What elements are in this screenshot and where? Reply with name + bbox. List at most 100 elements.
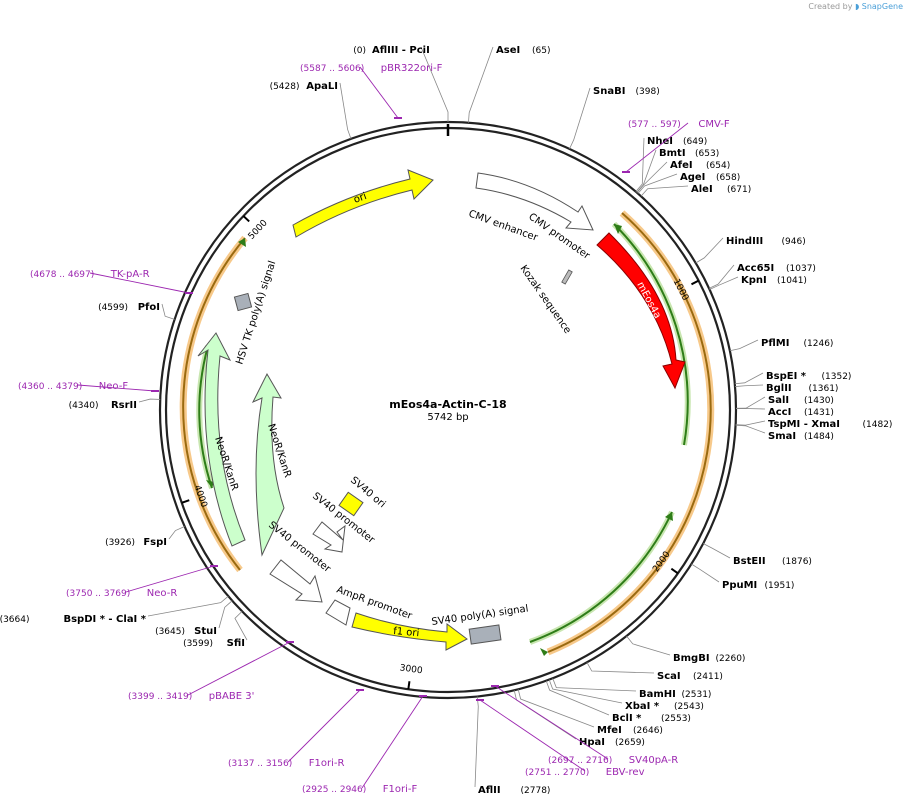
ruler-label-3000: 3000 bbox=[399, 663, 423, 676]
site-leader bbox=[708, 264, 735, 289]
primer-3[interactable]: (4360 .. 4379)Neo-F bbox=[18, 381, 159, 392]
site-position: (0) bbox=[353, 46, 366, 56]
site-leader bbox=[636, 161, 668, 193]
site-name: BamHI bbox=[639, 689, 676, 700]
site-3[interactable]: NheI(649) bbox=[635, 136, 707, 192]
site-7[interactable]: AleI(671) bbox=[640, 184, 751, 197]
site-position: (2543) bbox=[674, 702, 704, 712]
meos4a-feature[interactable] bbox=[596, 232, 686, 390]
feature-label-4: Kozak sequence bbox=[518, 263, 573, 335]
kozak-sequence-feature[interactable] bbox=[561, 269, 573, 285]
primer-range: (3750 .. 3769) bbox=[66, 589, 130, 599]
site-name: SfiI bbox=[227, 638, 245, 649]
site-16[interactable]: TspMI - XmaI(1482) bbox=[735, 419, 893, 430]
site-position: (1431) bbox=[804, 408, 834, 418]
sv40-promoter-feature-outer[interactable] bbox=[269, 559, 323, 603]
arc-arrowhead-right bbox=[665, 512, 673, 521]
site-30[interactable]: BspDI * - ClaI *(3664) bbox=[0, 595, 229, 625]
site-name: KpnI bbox=[741, 275, 767, 286]
site-11[interactable]: PflMI(1246) bbox=[729, 338, 834, 352]
site-position: (1041) bbox=[777, 276, 807, 286]
primer-mark bbox=[286, 641, 294, 643]
site-22[interactable]: BamHI (2531) bbox=[552, 678, 712, 700]
sv40-ori-feature[interactable] bbox=[338, 491, 364, 517]
ampr-promoter-feature[interactable] bbox=[325, 599, 351, 626]
site-33[interactable]: PfoI(4599) bbox=[98, 302, 175, 320]
site-21[interactable]: ScaI(2411) bbox=[586, 662, 723, 682]
site-position: (1361) bbox=[809, 384, 839, 394]
site-24[interactable]: BclI *(2553) bbox=[545, 680, 691, 724]
site-leader bbox=[709, 276, 739, 290]
sv40-promoter-feature-inner[interactable] bbox=[312, 521, 346, 553]
site-15[interactable]: AccI(1431) bbox=[735, 407, 834, 418]
primer-leader bbox=[361, 695, 424, 789]
site-5[interactable]: AfeI(654) bbox=[636, 160, 730, 193]
site-31[interactable]: FspI(3926) bbox=[105, 526, 185, 548]
site-0[interactable]: (0)AflIII - PciI bbox=[353, 45, 449, 122]
site-8[interactable]: HindIII(946) bbox=[695, 236, 806, 264]
primer-leader bbox=[625, 122, 689, 173]
arc-arrowhead-left bbox=[206, 480, 214, 488]
site-19[interactable]: PpuMI(1951) bbox=[691, 563, 794, 591]
primer-4[interactable]: (3750 .. 3769)Neo-R bbox=[66, 565, 218, 599]
primer-mark bbox=[622, 171, 630, 173]
hsv-tk-polya-feature[interactable] bbox=[233, 292, 253, 312]
site-12[interactable]: BspEI *(1352) bbox=[734, 371, 852, 385]
site-name: BspDI * - ClaI * bbox=[63, 614, 146, 625]
site-32[interactable]: RsrII(4340) bbox=[69, 398, 161, 411]
primer-8[interactable]: (2751 .. 2770)EBV-rev bbox=[476, 699, 645, 778]
feature-label-0: ori bbox=[352, 191, 368, 206]
primer-leader bbox=[359, 66, 399, 119]
primer-1[interactable]: (577 .. 597)CMV-F bbox=[622, 119, 730, 173]
f1-ori-feature[interactable] bbox=[351, 612, 468, 651]
site-name: AgeI bbox=[680, 172, 705, 183]
site-9[interactable]: Acc65I(1037) bbox=[708, 263, 816, 289]
site-23[interactable]: XbaI *(2543) bbox=[548, 679, 704, 712]
neor-kanr-feature-inner[interactable] bbox=[251, 372, 285, 557]
site-34[interactable]: ApaLI(5428) bbox=[270, 81, 352, 139]
site-13[interactable]: BglII(1361) bbox=[735, 383, 838, 394]
primer-0[interactable]: (5587 .. 5606)pBR322ori-F bbox=[300, 63, 443, 119]
arc-arrowhead-left-top bbox=[238, 238, 246, 247]
site-29[interactable]: StuI(3645) bbox=[155, 600, 233, 637]
site-name: TspMI - XmaI bbox=[768, 419, 840, 430]
site-27[interactable]: AflII(2778) bbox=[474, 696, 550, 796]
primer-name: pBABE 3' bbox=[209, 691, 255, 702]
primer-9[interactable]: (2697 .. 2716)SV40pA-R bbox=[491, 685, 678, 766]
site-position: (2531) bbox=[682, 690, 712, 700]
site-leader bbox=[138, 398, 161, 403]
site-leader bbox=[691, 563, 720, 583]
site-20[interactable]: BmgBI(2260) bbox=[626, 635, 746, 664]
site-position: (3645) bbox=[155, 627, 185, 637]
cmv-enhancer-cmv-promoter-feature[interactable] bbox=[475, 172, 594, 231]
primer-5[interactable]: (3399 .. 3419)pBABE 3' bbox=[128, 641, 294, 702]
sv40-polya-feature[interactable] bbox=[468, 624, 502, 645]
plasmid-size: 5742 bp bbox=[427, 412, 468, 423]
primer-2[interactable]: (4678 .. 4697)TK-pA-R bbox=[30, 269, 193, 294]
orange-arc-left bbox=[182, 237, 246, 571]
primer-6[interactable]: (3137 .. 3156)F1ori-R bbox=[228, 689, 364, 769]
site-2[interactable]: SnaBI(398) bbox=[569, 86, 660, 150]
site-name: AflII bbox=[478, 785, 501, 796]
site-10[interactable]: KpnI (1041) bbox=[709, 275, 807, 290]
site-1[interactable]: AseI(65) bbox=[468, 45, 550, 123]
site-position: (3926) bbox=[105, 538, 135, 548]
primer-range: (577 .. 597) bbox=[628, 120, 681, 130]
neor-kanr-feature-outer[interactable] bbox=[197, 332, 246, 547]
site-position: (654) bbox=[706, 161, 730, 171]
site-28[interactable]: SfiI(3599) bbox=[183, 611, 248, 649]
site-17[interactable]: SmaI(1484) bbox=[735, 424, 834, 442]
site-leader bbox=[517, 689, 595, 728]
ruler-tick-2000 bbox=[670, 567, 679, 575]
site-leader bbox=[234, 611, 248, 641]
site-6[interactable]: AgeI(658) bbox=[637, 172, 740, 194]
primer-7[interactable]: (2925 .. 2946)F1ori-F bbox=[302, 695, 427, 795]
site-25[interactable]: MfeI(2646) bbox=[517, 689, 663, 736]
site-position: (4340) bbox=[69, 401, 99, 411]
site-name: HpaI bbox=[579, 737, 605, 748]
primer-name: F1ori-R bbox=[309, 758, 345, 769]
snapgene-logo-icon: ◗ bbox=[854, 2, 860, 11]
ori-feature[interactable] bbox=[292, 169, 434, 238]
site-18[interactable]: BstEII(1876) bbox=[703, 543, 812, 567]
